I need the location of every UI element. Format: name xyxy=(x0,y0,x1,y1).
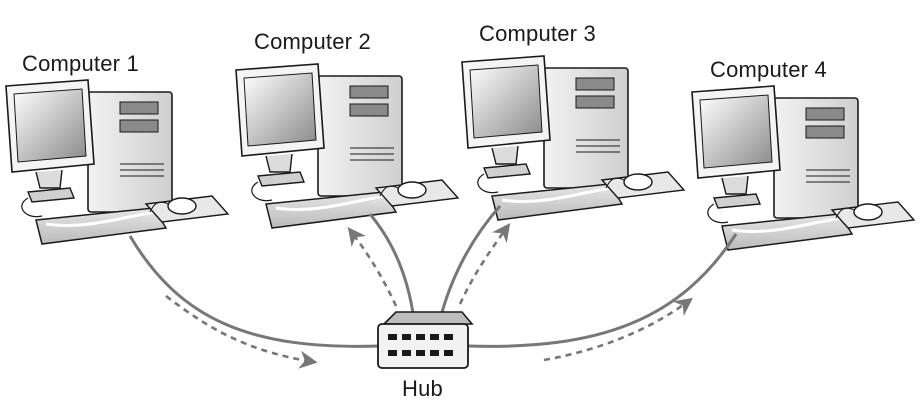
hub-icon xyxy=(377,311,474,369)
computer-2-icon xyxy=(234,62,460,230)
cable-computer-2 xyxy=(368,213,416,321)
computer-1-label: Computer 1 xyxy=(22,51,139,76)
computer-4-label: Computer 4 xyxy=(710,57,827,82)
computer-2-label: Computer 2 xyxy=(254,29,371,54)
computer-3-label: Computer 3 xyxy=(479,21,596,46)
hub-label: Hub xyxy=(402,376,443,401)
computer-4-icon xyxy=(690,84,916,252)
flow-arrow-2 xyxy=(347,227,398,307)
computer-3-icon xyxy=(460,54,686,222)
cable-computer-4 xyxy=(467,233,738,348)
cable-computer-3 xyxy=(438,205,502,321)
cable-computer-1 xyxy=(128,235,381,348)
flow-arrow-3 xyxy=(458,223,511,305)
flow-arrow-4 xyxy=(543,297,693,362)
computer-1-icon xyxy=(4,78,230,246)
flow-arrow-1 xyxy=(165,294,318,369)
